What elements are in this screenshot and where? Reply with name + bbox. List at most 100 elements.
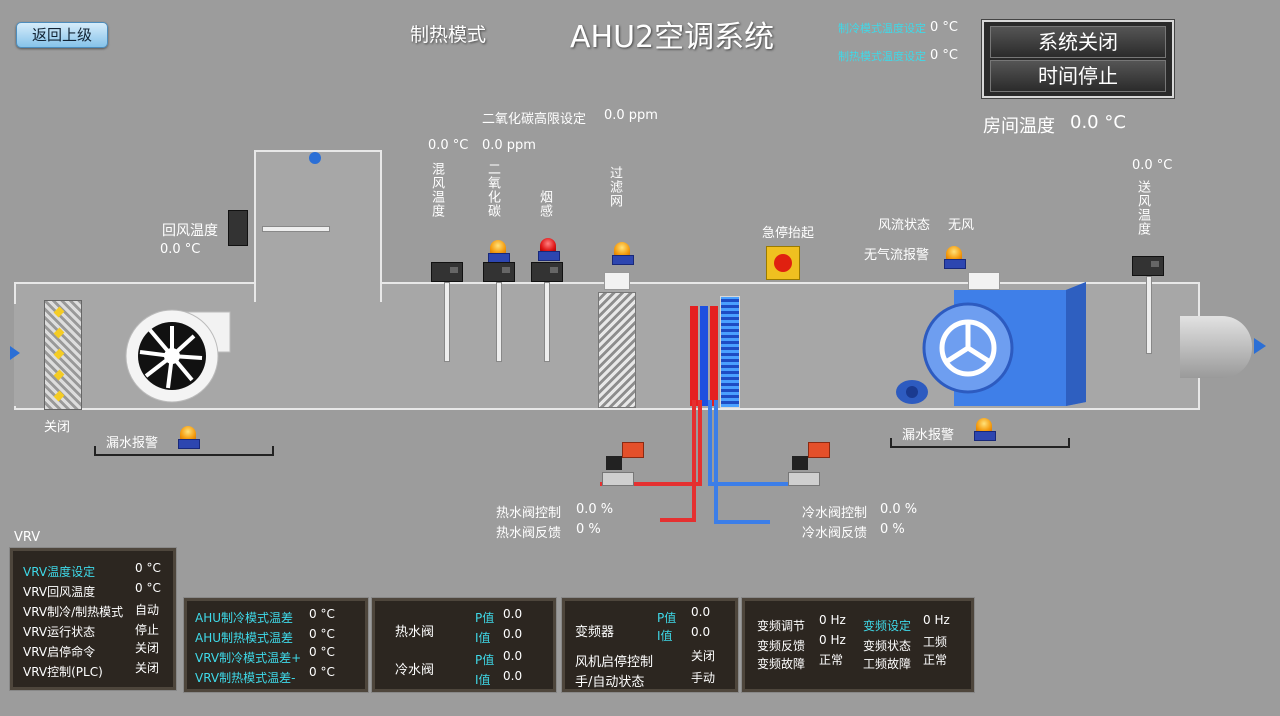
page-title: AHU2空调系统: [570, 20, 775, 55]
mode-label: 制热模式: [410, 24, 487, 46]
hot-valve-fb-value: 0 %: [576, 522, 601, 537]
vrv-cool-diff-value[interactable]: 0 °C: [309, 645, 335, 659]
freq-fault-value: 正常: [819, 653, 844, 667]
freq-fault-label: 变频故障: [757, 657, 806, 671]
filter-label: 过滤网: [607, 166, 622, 208]
return-temp-probe: [262, 226, 330, 232]
hot-valve-ctrl-label: 热水阀控制: [496, 506, 562, 521]
cold-valve-icon: [788, 442, 830, 486]
freq-feedback-value: 0 Hz: [819, 633, 846, 647]
co2-alarm-lamp-icon: [488, 240, 510, 263]
mix-temp-label: 混风温度: [429, 162, 444, 218]
hot-valve-ctrl-value: 0.0 %: [576, 502, 614, 517]
airflow-alarm-label: 无气流报警: [864, 248, 930, 263]
intake-arrow-icon: [10, 346, 20, 360]
cool-setpoint-label: 制冷模式温度设定: [838, 22, 926, 35]
temp-diff-panel: AHU制冷模式温差 0 °C AHU制热模式温差 0 °C VRV制冷模式温差+…: [184, 598, 368, 692]
hot-p-label: P值: [475, 611, 495, 625]
ahu-heat-diff-label: AHU制热模式温差: [195, 631, 294, 645]
cold-valve-fb-value: 0 %: [880, 522, 905, 537]
leak-tray-left: [94, 446, 274, 456]
return-temp-label: 回风温度: [162, 223, 218, 239]
supply-temp-value: 0.0 °C: [1132, 158, 1173, 173]
estop-label: 急停抬起: [762, 226, 815, 241]
frequency-panel: 变频调节 0 Hz 变频设定 0 Hz 变频反馈 0 Hz 变频状态 工频 变频…: [742, 598, 974, 692]
cold-i-label: I值: [475, 673, 491, 687]
hot-valve-fb-label: 热水阀反馈: [496, 526, 562, 541]
hot-valve-icon: [602, 442, 644, 486]
supply-outlet: [1180, 316, 1252, 378]
cold-p-value[interactable]: 0.0: [503, 649, 523, 663]
fan-start-label: 风机启停控制: [575, 655, 654, 670]
return-fan-icon: [124, 308, 234, 404]
auto-manual-label: 手/自动状态: [575, 675, 645, 690]
vrv-plc-label: VRV控制(PLC): [23, 665, 103, 679]
vrv-plc-value[interactable]: 关闭: [135, 661, 160, 675]
supply-temp-sensor-icon: [1132, 256, 1164, 276]
estop-button[interactable]: [766, 246, 800, 280]
airflow-label: 风流状态: [878, 218, 931, 233]
vfd-panel: 变频器 P值 0.0 I值 0.0 风机启停控制 关闭 手/自动状态 手动: [562, 598, 738, 692]
back-button[interactable]: 返回上级: [16, 22, 108, 48]
freq-setpoint-value[interactable]: 0 Hz: [923, 613, 950, 627]
heat-setpoint-label: 制热模式温度设定: [838, 50, 926, 63]
vrv-run-state-value: 停止: [135, 623, 160, 637]
vfd-p-value[interactable]: 0.0: [691, 605, 711, 619]
valve-pid-panel: 热水阀 P值 0.0 I值 0.0 冷水阀 P值 0.0 I值 0.0: [372, 598, 556, 692]
vfd-i-value[interactable]: 0.0: [691, 625, 711, 639]
hot-i-label: I值: [475, 631, 491, 645]
hot-coil-icon: [690, 306, 698, 406]
power-fault-value: 正常: [923, 653, 948, 667]
filter-alarm-lamp-icon: [612, 242, 634, 265]
ahu-cool-diff-value[interactable]: 0 °C: [309, 607, 335, 621]
damper-icon: [44, 300, 82, 410]
hot-p-value[interactable]: 0.0: [503, 607, 523, 621]
vrv-return-temp-value: 0 °C: [135, 581, 161, 595]
return-temp-sensor-icon: [228, 210, 248, 246]
cold-valve-ctrl-label: 冷水阀控制: [802, 506, 868, 521]
mix-temp-value: 0.0 °C: [428, 138, 469, 153]
leak-alarm-left-label: 漏水报警: [106, 436, 159, 451]
leak-tray-right: [890, 438, 1070, 448]
vrv-title: VRV: [14, 530, 41, 545]
filter-icon: [598, 292, 636, 408]
system-control-panel: 系统关闭 时间停止: [982, 20, 1174, 98]
airflow-alarm-lamp-icon: [944, 246, 966, 269]
cold-valve-ctrl-value: 0.0 %: [880, 502, 918, 517]
damper-indicators: [53, 306, 66, 402]
hot-i-value[interactable]: 0.0: [503, 627, 523, 641]
vrv-heat-diff-label: VRV制热模式温差-: [195, 671, 296, 685]
vrv-start-cmd-value[interactable]: 关闭: [135, 641, 160, 655]
timer-stop-button[interactable]: 时间停止: [990, 60, 1166, 92]
cool-setpoint-value: 0 °C: [930, 20, 958, 35]
vrv-setpoint-value: 0 °C: [135, 561, 161, 575]
vrv-cool-diff-label: VRV制冷模式温差+: [195, 651, 302, 665]
ahu-heat-diff-value[interactable]: 0 °C: [309, 627, 335, 641]
freq-feedback-label: 变频反馈: [757, 639, 806, 653]
vfd-p-label: P值: [657, 611, 677, 625]
vrv-mode-value: 自动: [135, 603, 160, 617]
fan-start-value[interactable]: 关闭: [691, 649, 716, 663]
auto-manual-value[interactable]: 手动: [691, 671, 716, 685]
supply-fan-icon: [894, 282, 1086, 406]
cold-p-label: P值: [475, 653, 495, 667]
cold-i-value[interactable]: 0.0: [503, 669, 523, 683]
co2-value: 0.0 ppm: [482, 138, 536, 153]
freq-adjust-label: 变频调节: [757, 619, 806, 633]
vrv-return-temp-label: VRV回风温度: [23, 585, 96, 599]
co2-label: 二氧化碳: [485, 162, 500, 218]
freq-adjust-value[interactable]: 0 Hz: [819, 613, 846, 627]
smoke-label: 烟感: [537, 190, 552, 218]
filter-switch-icon: [604, 272, 630, 290]
system-off-button[interactable]: 系统关闭: [990, 26, 1166, 58]
smoke-sensor-icon: [531, 262, 563, 282]
vrv-setpoint-label: VRV温度设定: [23, 565, 96, 579]
leak-alarm-left-lamp-icon: [178, 426, 200, 449]
mix-temp-sensor-icon: [431, 262, 463, 282]
freq-state-value: 工频: [923, 635, 948, 649]
airflow-switch-icon: [968, 272, 1000, 290]
vfd-label: 变频器: [575, 625, 615, 640]
smoke-probe: [544, 282, 550, 362]
vrv-heat-diff-value[interactable]: 0 °C: [309, 665, 335, 679]
freq-state-label: 变频状态: [863, 639, 912, 653]
